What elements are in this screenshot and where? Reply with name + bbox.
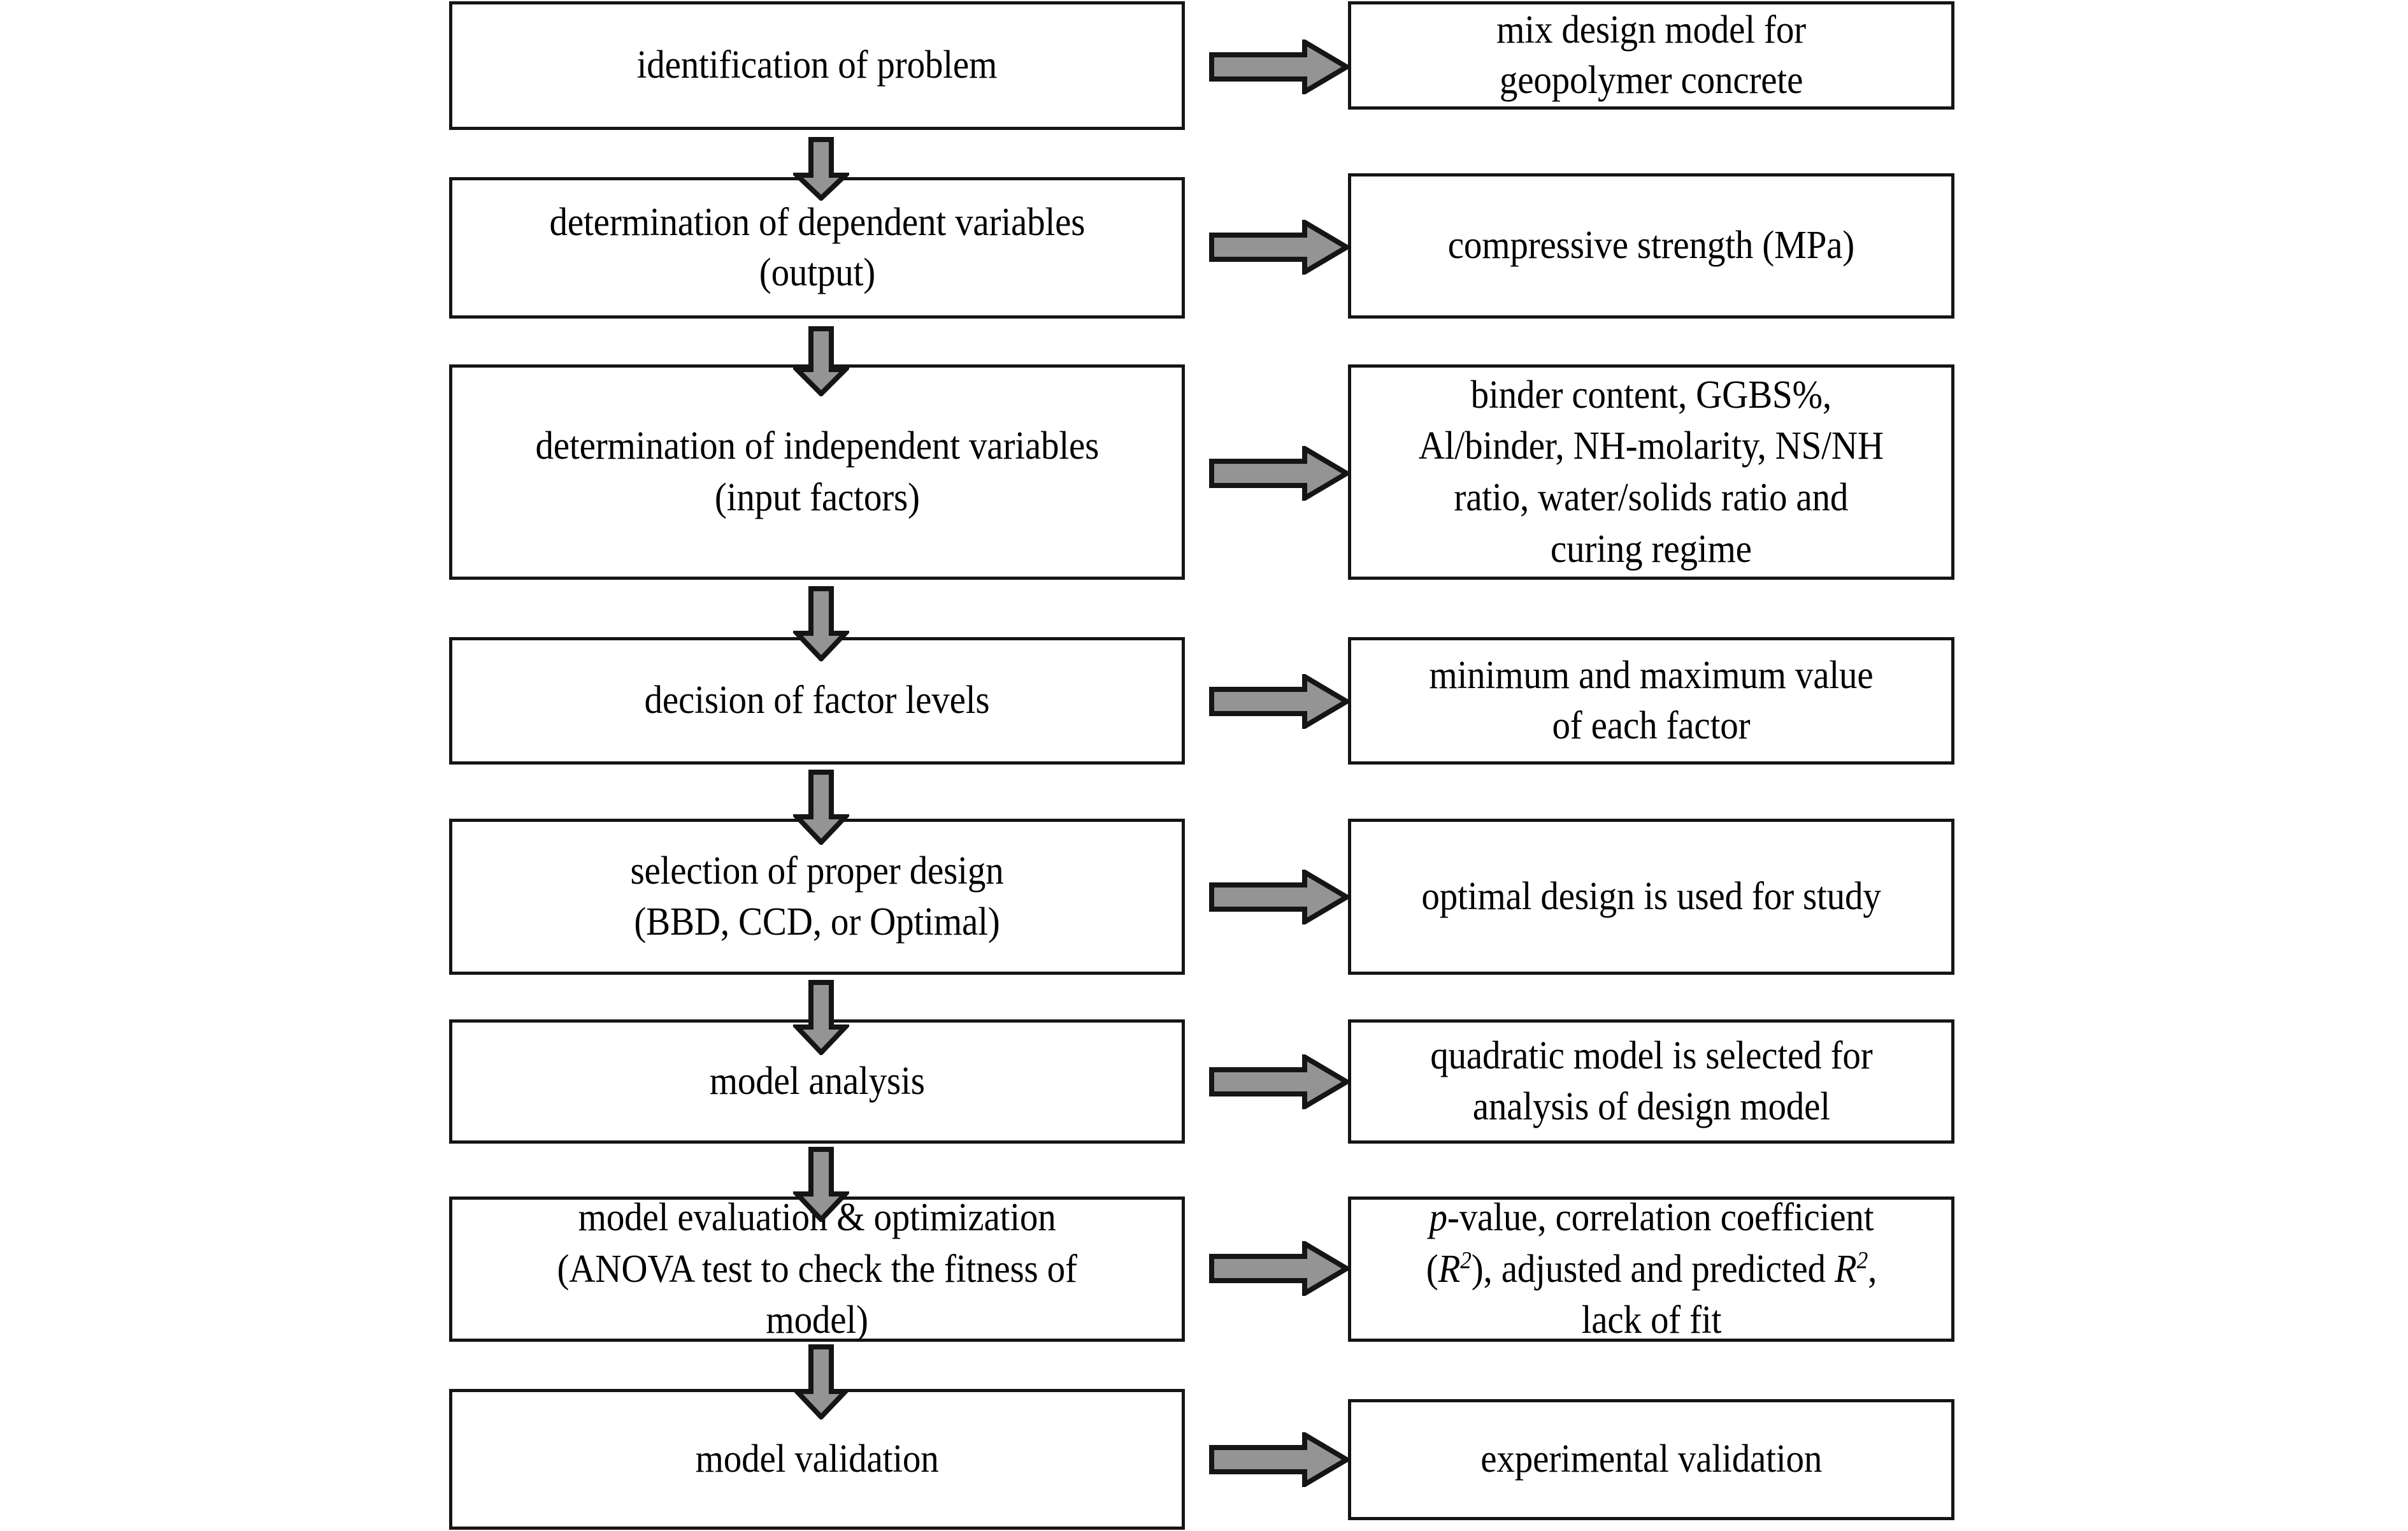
process-box-step-8-left: model validation xyxy=(449,1389,1185,1530)
process-box-step-1-left: identification of problem xyxy=(449,1,1185,130)
process-box-step-2-right: compressive strength (MPa) xyxy=(1348,173,1954,319)
flow-arrow-right-7-icon xyxy=(1209,1241,1349,1296)
process-box-step-5-right: optimal design is used for study xyxy=(1348,819,1954,975)
step-2-left-label: determination of dependent variables (ou… xyxy=(549,200,1085,294)
process-box-step-8-right: experimental validation xyxy=(1348,1399,1954,1520)
step-2-right-label: compressive strength (MPa) xyxy=(1447,224,1855,268)
process-box-step-7-right: p-value, correlation coefficient(R2), ad… xyxy=(1348,1196,1954,1342)
process-box-step-1-right: mix design model for geopolymer concrete xyxy=(1348,1,1954,110)
step-1-right-label: mix design model for geopolymer concrete xyxy=(1496,8,1806,102)
step-5-left-label: selection of proper design (BBD, CCD, or… xyxy=(630,849,1004,944)
step-8-left-label: model validation xyxy=(695,1437,939,1481)
flow-arrow-right-3-icon xyxy=(1209,446,1349,501)
process-box-step-3-right: binder content, GGBS%, Al/binder, NH-mol… xyxy=(1348,364,1954,580)
process-box-step-3-left: determination of independent variables (… xyxy=(449,364,1185,580)
flow-arrow-right-2-icon xyxy=(1209,220,1349,275)
step-8-right-label: experimental validation xyxy=(1480,1437,1822,1481)
step-3-left-label: determination of independent variables (… xyxy=(535,424,1099,519)
step-4-right-label: minimum and maximum value of each factor xyxy=(1429,653,1874,747)
process-box-step-4-left: decision of factor levels xyxy=(449,637,1185,765)
step-3-right-label: binder content, GGBS%, Al/binder, NH-mol… xyxy=(1418,373,1884,571)
step-5-right-label: optimal design is used for study xyxy=(1421,874,1881,918)
process-box-step-6-left: model analysis xyxy=(449,1019,1185,1144)
flow-arrow-right-5-icon xyxy=(1209,870,1349,924)
process-box-step-2-left: determination of dependent variables (ou… xyxy=(449,177,1185,319)
step-1-left-label: identification of problem xyxy=(636,43,998,87)
flow-arrow-right-4-icon xyxy=(1209,674,1349,729)
process-box-step-7-left: model evaluation & optimization (ANOVA t… xyxy=(449,1196,1185,1342)
flow-arrow-right-6-icon xyxy=(1209,1054,1349,1109)
process-box-step-4-right: minimum and maximum value of each factor xyxy=(1348,637,1954,765)
flow-arrow-right-1-icon xyxy=(1209,40,1349,94)
step-6-right-label: quadratic model is selected for analysis… xyxy=(1430,1034,1873,1128)
process-box-step-6-right: quadratic model is selected for analysis… xyxy=(1348,1019,1954,1144)
step-6-left-label: model analysis xyxy=(709,1059,925,1103)
flow-arrow-right-8-icon xyxy=(1209,1432,1349,1487)
step-7-right-label: p-value, correlation coefficient(R2), ad… xyxy=(1426,1196,1877,1342)
step-7-left-label: model evaluation & optimization (ANOVA t… xyxy=(557,1196,1077,1342)
process-box-step-5-left: selection of proper design (BBD, CCD, or… xyxy=(449,819,1185,975)
step-4-left-label: decision of factor levels xyxy=(644,679,990,722)
